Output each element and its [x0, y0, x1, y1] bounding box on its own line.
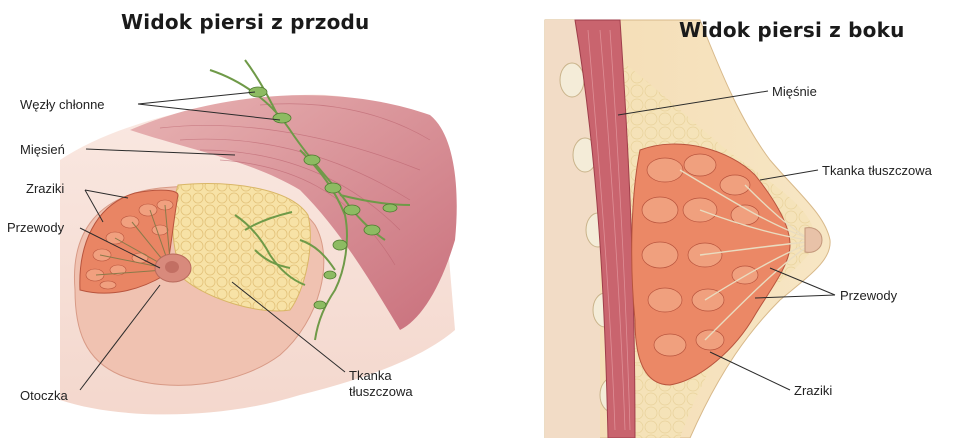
- label-muscle: Mięsień: [20, 142, 65, 157]
- label-ducts-side: Przewody: [840, 288, 897, 303]
- label-fat-side: Tkanka tłuszczowa: [822, 163, 932, 178]
- label-ducts-front: Przewody: [7, 220, 64, 235]
- label-lobules-front: Zraziki: [26, 181, 64, 196]
- label-muscles-side: Mięśnie: [772, 84, 817, 99]
- label-lobules-side: Zraziki: [794, 383, 832, 398]
- front-nipple: [165, 261, 179, 273]
- label-areola: Otoczka: [20, 388, 68, 403]
- label-lymph-nodes: Węzły chłonne: [20, 97, 105, 112]
- front-view-title: Widok piersi z przodu: [121, 10, 369, 34]
- front-view-illustration: [60, 60, 457, 414]
- label-fat-front-line1: Tkanka: [349, 368, 392, 383]
- side-view-illustration: [545, 20, 830, 438]
- side-view-title: Widok piersi z boku: [679, 18, 905, 42]
- label-fat-front-line2: tłuszczowa: [349, 384, 413, 399]
